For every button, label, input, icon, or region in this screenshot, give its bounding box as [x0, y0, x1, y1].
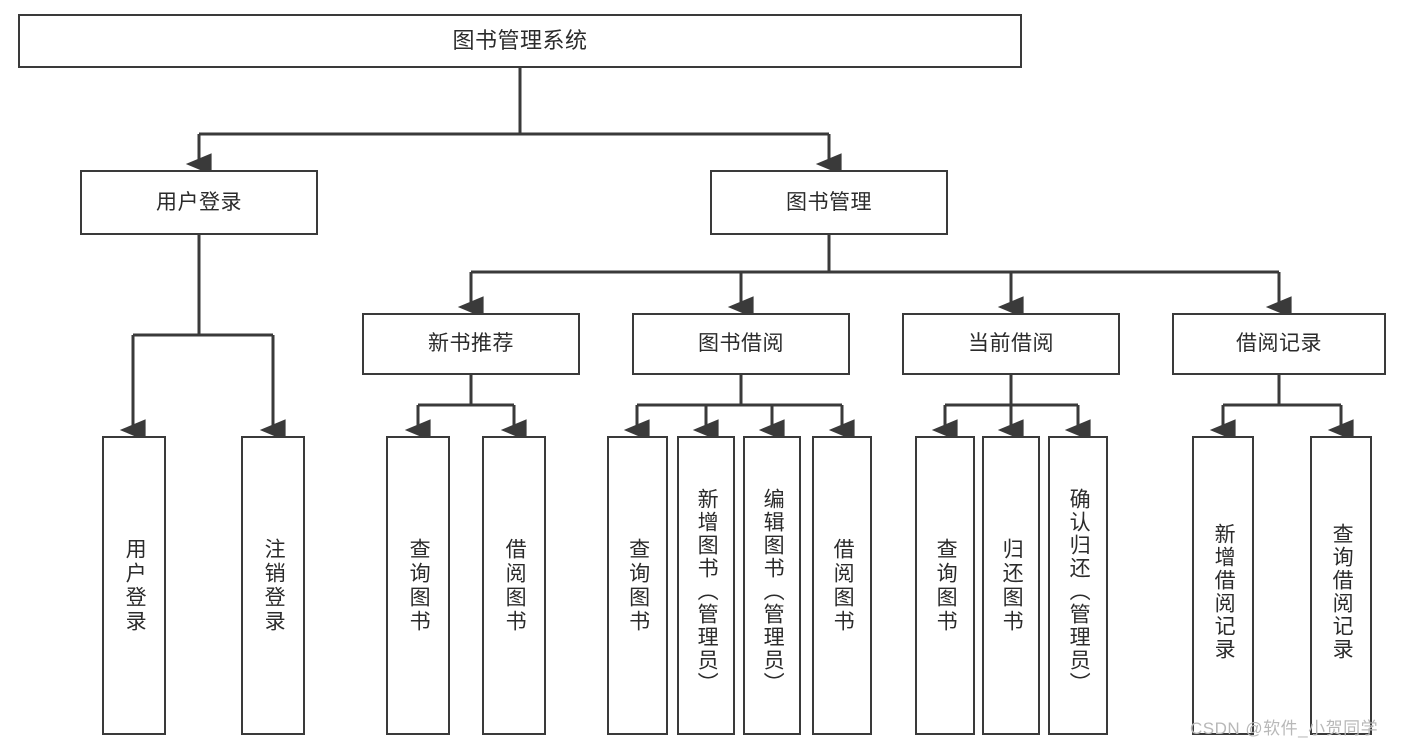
leaf-edit-book-label: 编辑图书（管理员） [761, 488, 785, 695]
leaf-borrow-book-2[interactable]: 借阅图书 [812, 436, 872, 735]
leaf-query-book-2[interactable]: 查询图书 [607, 436, 668, 735]
node-book-borrow-label: 图书借阅 [698, 332, 784, 356]
node-user-login[interactable]: 用户登录 [80, 170, 318, 235]
leaf-return-book[interactable]: 归还图书 [982, 436, 1040, 735]
node-borrow-record-label: 借阅记录 [1236, 332, 1322, 356]
leaf-confirm-return[interactable]: 确认归还（管理员） [1048, 436, 1108, 735]
node-book-borrow[interactable]: 图书借阅 [632, 313, 850, 375]
leaf-query-book-1-label: 查询图书 [407, 537, 431, 634]
leaf-add-book[interactable]: 新增图书（管理员） [677, 436, 735, 735]
leaf-borrow-book-1[interactable]: 借阅图书 [482, 436, 546, 735]
node-new-book-rec-label: 新书推荐 [428, 332, 514, 356]
csdn-watermark: CSDN @软件_小贺同学 [1190, 719, 1379, 738]
leaf-query-book-3-label: 查询图书 [934, 537, 958, 634]
leaf-borrow-book-1-label: 借阅图书 [503, 537, 527, 634]
node-new-book-rec[interactable]: 新书推荐 [362, 313, 580, 375]
leaf-query-book-1[interactable]: 查询图书 [386, 436, 450, 735]
leaf-add-book-label: 新增图书（管理员） [695, 488, 719, 695]
node-borrow-record[interactable]: 借阅记录 [1172, 313, 1386, 375]
leaf-query-record-label: 查询借阅记录 [1330, 522, 1354, 661]
leaf-add-record[interactable]: 新增借阅记录 [1192, 436, 1254, 735]
leaf-query-book-2-label: 查询图书 [626, 537, 650, 634]
leaf-logout[interactable]: 注销登录 [241, 436, 305, 735]
leaf-user-login-label: 用户登录 [123, 537, 147, 634]
node-book-manage[interactable]: 图书管理 [710, 170, 948, 235]
node-user-login-label: 用户登录 [156, 190, 242, 214]
leaf-add-record-label: 新增借阅记录 [1212, 522, 1236, 661]
leaf-borrow-book-2-label: 借阅图书 [831, 537, 855, 634]
leaf-edit-book[interactable]: 编辑图书（管理员） [743, 436, 801, 735]
leaf-query-book-3[interactable]: 查询图书 [915, 436, 975, 735]
leaf-return-book-label: 归还图书 [1000, 537, 1024, 634]
leaf-user-login[interactable]: 用户登录 [102, 436, 166, 735]
node-root[interactable]: 图书管理系统 [18, 14, 1022, 68]
node-root-label: 图书管理系统 [452, 27, 588, 53]
leaf-logout-label: 注销登录 [262, 537, 286, 634]
node-current-borrow[interactable]: 当前借阅 [902, 313, 1120, 375]
node-book-manage-label: 图书管理 [786, 190, 872, 214]
node-current-borrow-label: 当前借阅 [968, 332, 1054, 356]
leaf-query-record[interactable]: 查询借阅记录 [1310, 436, 1372, 735]
leaf-confirm-return-label: 确认归还（管理员） [1067, 488, 1091, 695]
